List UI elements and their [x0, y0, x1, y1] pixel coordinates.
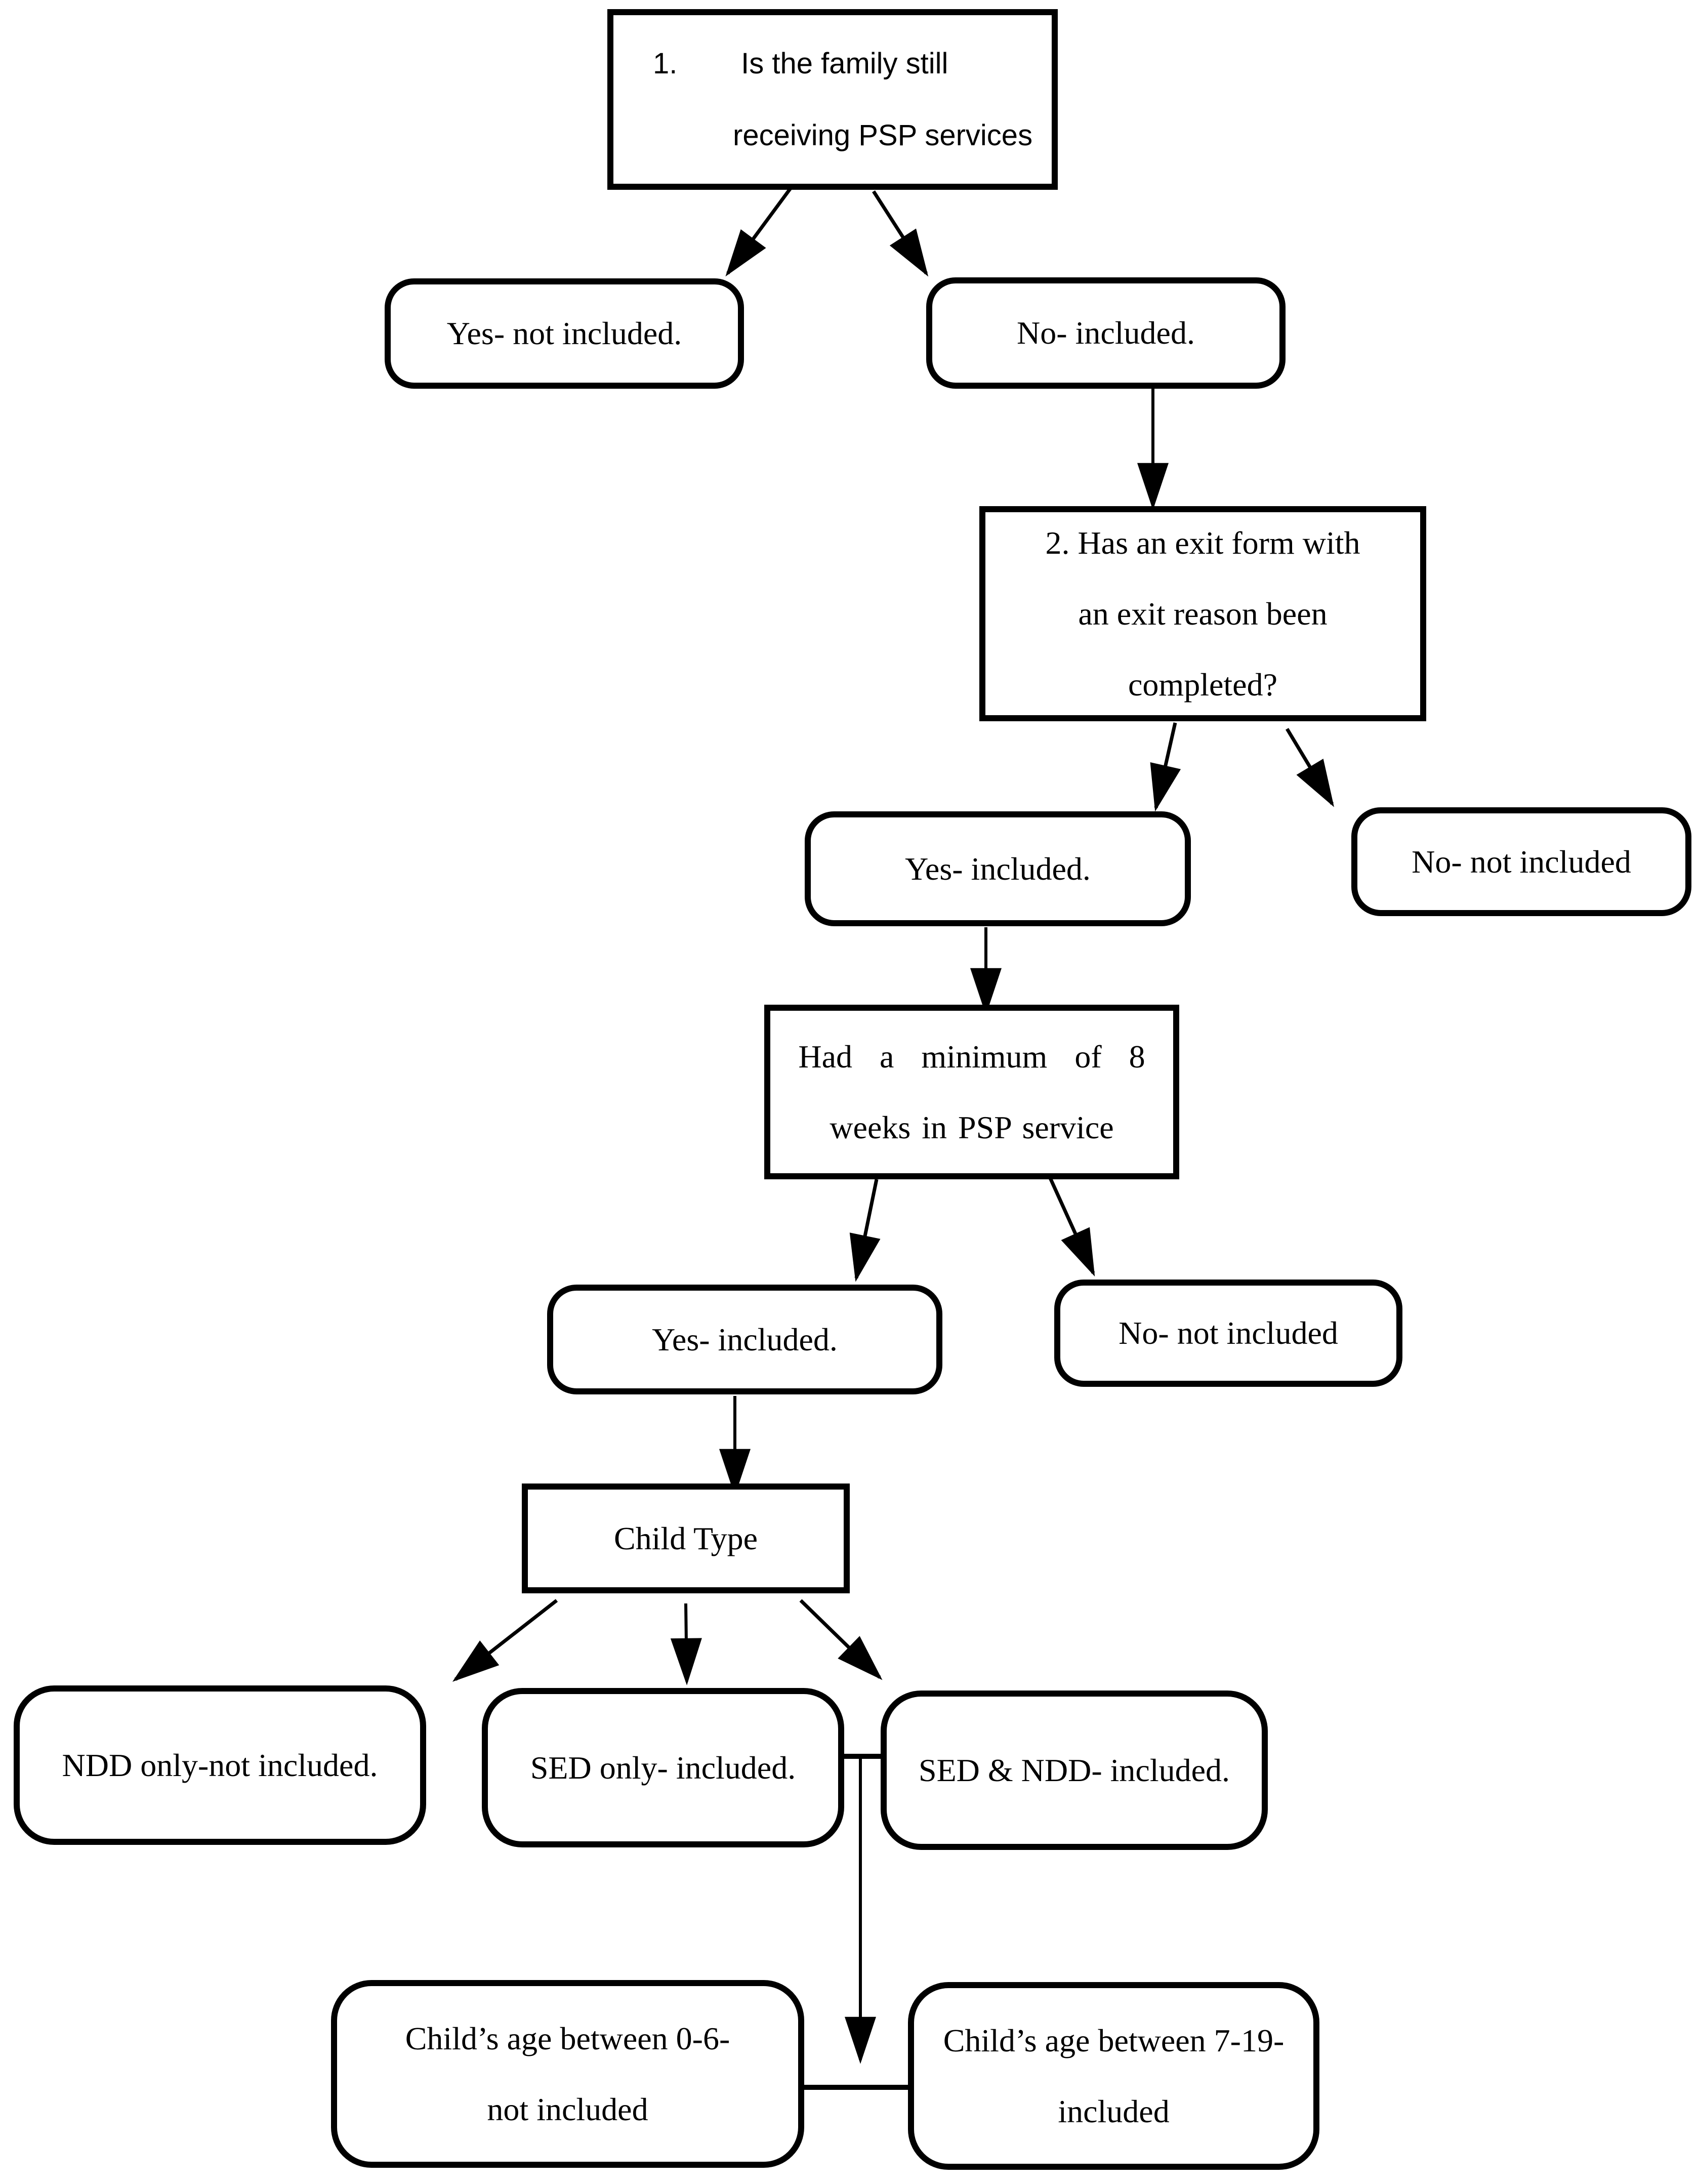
arrow-childtype-to-sedndd: [799, 1599, 883, 1680]
node-q1-receiving-psp-services: 1. Is the family still receiving PSP ser…: [607, 9, 1058, 190]
arrow-q1-to-yes1: [725, 187, 792, 277]
arrow-q1-to-no1: [872, 190, 929, 277]
node-q3-line-1: Had a minimum of 8: [798, 1038, 1145, 1075]
node-yes-not-included-1-label: Yes- not included.: [446, 315, 682, 351]
node-no-not-included-2: No- not included: [1351, 807, 1691, 916]
node-q3-line-2: weeks in PSP service: [830, 1109, 1114, 1145]
node-ndd-only-not-included: NDD only-not included.: [14, 1685, 426, 1845]
node-no-included-1: No- included.: [926, 277, 1286, 389]
node-q2-exit-form: 2. Has an exit form with an exit reason …: [979, 506, 1426, 721]
node-no-included-1-label: No- included.: [1017, 315, 1195, 351]
arrow-q2-to-yes2: [1150, 722, 1181, 812]
arrow-childtype-to-ndd: [452, 1599, 558, 1682]
node-yes-included-2-label: Yes- included.: [905, 850, 1091, 887]
node-yes-included-2: Yes- included.: [805, 811, 1191, 926]
node-age-7-19-included: Child’s age between 7-19- included: [908, 1982, 1319, 2170]
node-age-7-19-line-1: Child’s age between 7-19-: [943, 2022, 1285, 2058]
node-q1-line-2: receiving PSP services: [733, 118, 1033, 152]
node-q4-child-type: Child Type: [522, 1484, 850, 1593]
arrow-childtype-to-sed: [670, 1603, 702, 1685]
node-no-not-included-3: No- not included: [1054, 1280, 1402, 1387]
node-yes-included-3-label: Yes- included.: [652, 1321, 838, 1357]
arrow-q3-to-no3: [1045, 1169, 1095, 1277]
node-sed-ndd-label: SED & NDD- included.: [918, 1752, 1230, 1788]
node-q1-number: 1.: [653, 47, 678, 80]
node-ndd-only-label: NDD only-not included.: [62, 1747, 378, 1783]
arrow-q2-to-no2: [1286, 728, 1334, 807]
node-sed-and-ndd-included: SED & NDD- included.: [881, 1691, 1268, 1850]
node-yes-not-included-1: Yes- not included.: [385, 278, 744, 389]
arrow-q3-to-yes3: [849, 1179, 881, 1282]
node-q3-minimum-8-weeks: Had a minimum of 8 weeks in PSP service: [764, 1005, 1179, 1179]
node-q4-child-type-label: Child Type: [613, 1520, 758, 1556]
node-age-0-6-line-1: Child’s age between 0-6-: [405, 2020, 730, 2056]
node-yes-included-3: Yes- included.: [547, 1285, 942, 1394]
node-age-0-6-line-2: not included: [487, 2091, 648, 2127]
node-q2-line-2: an exit reason been: [1078, 595, 1328, 632]
node-sed-only-included: SED only- included.: [482, 1688, 844, 1847]
node-q1-line-1: Is the family still: [741, 47, 948, 80]
node-q2-line-3: completed?: [1128, 666, 1277, 703]
node-sed-only-label: SED only- included.: [530, 1749, 796, 1786]
node-no-not-included-2-label: No- not included: [1412, 843, 1631, 880]
node-q2-line-1: 2. Has an exit form with: [1045, 524, 1360, 561]
node-age-7-19-line-2: included: [1058, 2093, 1170, 2129]
node-age-0-6-not-included: Child’s age between 0-6- not included: [331, 1980, 804, 2168]
node-no-not-included-3-label: No- not included: [1119, 1315, 1338, 1351]
